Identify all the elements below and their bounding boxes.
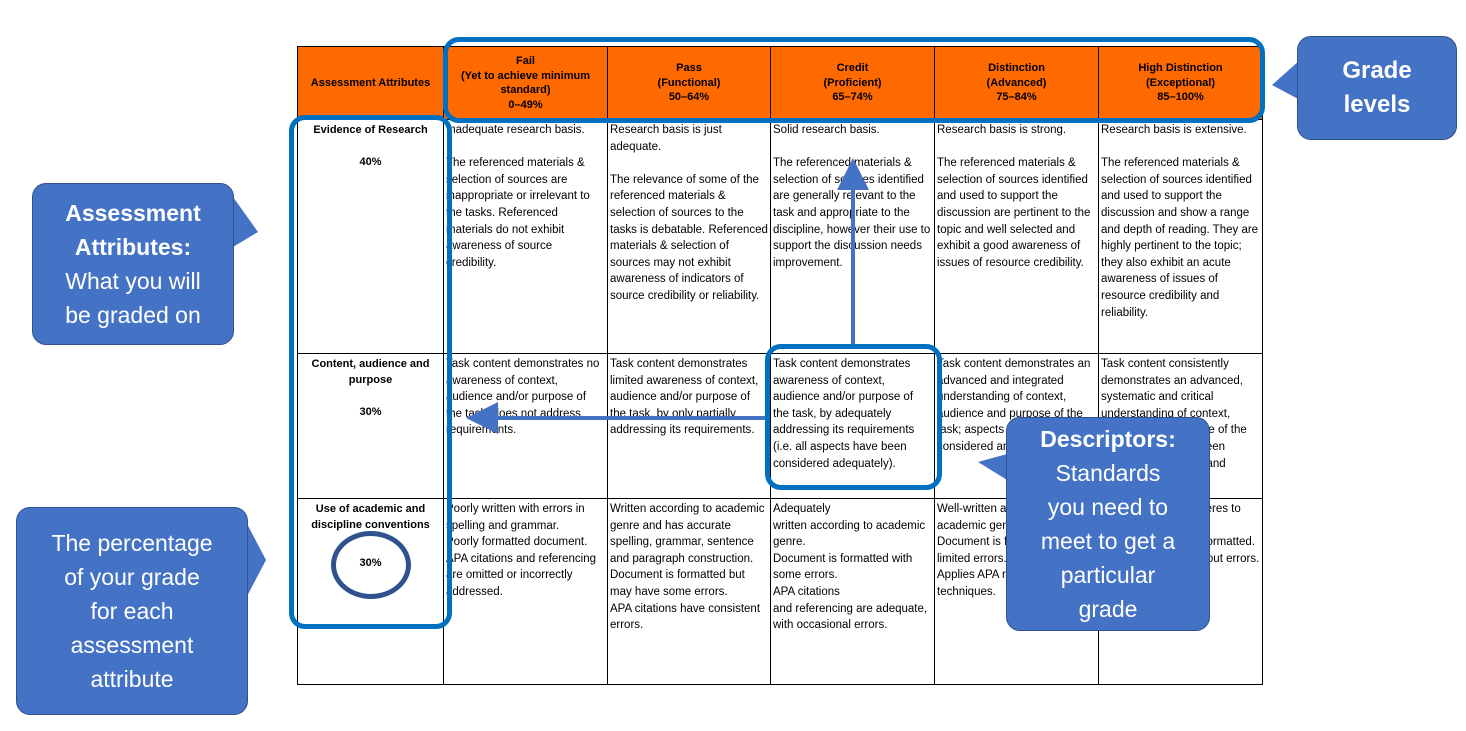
attribute-percentage: 30% bbox=[359, 557, 382, 569]
descriptor-cell: Solid research basis. The referenced mat… bbox=[770, 119, 935, 354]
descriptor-cell: Research basis is strong. The referenced… bbox=[934, 119, 1099, 354]
percentage-callout-pointer bbox=[245, 520, 266, 600]
descriptor-cell: Task content demonstrates limited awaren… bbox=[607, 353, 771, 499]
attribute-percentage: 40% bbox=[359, 156, 382, 168]
descriptor-cell: Research basis is just adequate. The rel… bbox=[607, 119, 771, 354]
descriptor-cell: Adequately written according to academic… bbox=[770, 498, 935, 685]
header-row: Assessment Attributes Fail(Yet to achiev… bbox=[297, 46, 1263, 120]
header-pass: Pass(Functional)50–64% bbox=[607, 46, 771, 120]
header-high-distinction: High Distinction(Exceptional)85–100% bbox=[1098, 46, 1263, 120]
row-academic-conventions: Use of academic and discipline conventio… bbox=[297, 498, 1263, 685]
descriptor-cell: Poorly written with errors in spelling a… bbox=[443, 498, 608, 685]
descriptor-cell: Written according to academic genre and … bbox=[607, 498, 771, 685]
grade-callout-pointer bbox=[1272, 60, 1300, 100]
descriptor-cell: Task content demonstrates no awareness o… bbox=[443, 353, 608, 499]
header-assessment-attributes: Assessment Attributes bbox=[297, 46, 444, 120]
header-distinction: Distinction(Advanced)75–84% bbox=[934, 46, 1099, 120]
header-fail: Fail(Yet to achieve minimum standard)0–4… bbox=[443, 46, 608, 120]
descriptor-cell: Task content demonstrates awareness of c… bbox=[770, 353, 935, 499]
descriptor-cell: Research basis is extensive. The referen… bbox=[1098, 119, 1263, 354]
header-credit: Credit(Proficient)65–74% bbox=[770, 46, 935, 120]
attribute-cell: Use of academic and discipline conventio… bbox=[297, 498, 444, 685]
attribute-percentage: 30% bbox=[359, 406, 382, 418]
descriptor-cell: Inadequate research basis. The reference… bbox=[443, 119, 608, 354]
